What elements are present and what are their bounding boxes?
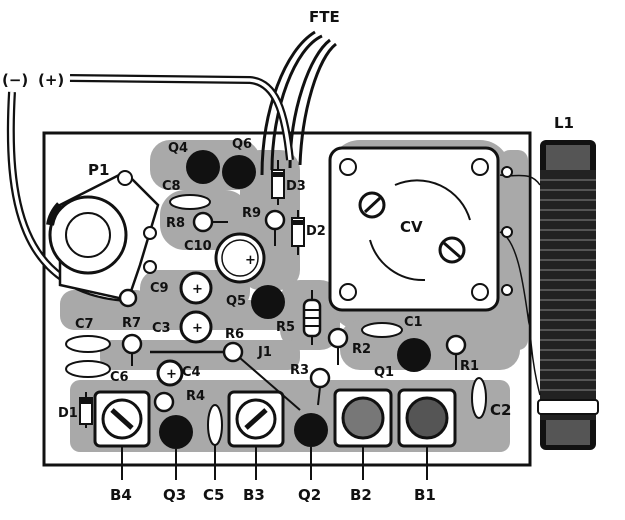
label-c2: C2 — [490, 401, 511, 419]
label-q2: Q2 — [298, 486, 321, 504]
c9-capacitor — [179, 271, 213, 305]
label-c4: C4 — [182, 365, 201, 380]
c7-capacitor — [65, 335, 111, 353]
q1-transistor — [397, 338, 431, 372]
label-cv: CV — [400, 218, 423, 236]
r3-resistor — [309, 367, 331, 389]
c4-polarity-mark: + — [166, 367, 177, 382]
label-positive: (+) — [38, 71, 64, 89]
label-c10: C10 — [184, 239, 212, 254]
r8-resistor — [192, 211, 214, 233]
c6-capacitor — [65, 360, 111, 378]
label-r8: R8 — [166, 216, 185, 231]
c5-capacitor — [207, 404, 223, 446]
c8-capacitor — [169, 194, 211, 210]
l1-ferrite-coil — [499, 140, 599, 450]
label-q4: Q4 — [168, 141, 188, 156]
label-r6: R6 — [225, 327, 244, 342]
c2-capacitor — [471, 377, 487, 419]
c10-capacitor — [214, 232, 266, 284]
label-q1: Q1 — [374, 365, 394, 380]
label-q3: Q3 — [163, 486, 186, 504]
label-r2: R2 — [352, 342, 371, 357]
label-negative: (−) — [2, 71, 28, 89]
label-p1: P1 — [88, 161, 109, 179]
c10-polarity-mark: + — [245, 253, 256, 268]
label-j1: J1 — [257, 345, 272, 360]
label-c5: C5 — [203, 486, 224, 504]
cv-tuning-capacitor — [328, 146, 513, 312]
label-d1: D1 — [58, 406, 78, 421]
label-r9: R9 — [242, 206, 261, 221]
label-q6: Q6 — [232, 137, 252, 152]
label-r5: R5 — [276, 320, 295, 335]
label-fte: FTE — [309, 8, 340, 26]
q2-transistor — [294, 413, 328, 447]
label-c8: C8 — [162, 179, 181, 194]
d2-diode — [291, 210, 305, 255]
label-d3: D3 — [286, 179, 306, 194]
d3-diode — [271, 160, 285, 205]
q3-transistor — [159, 415, 193, 449]
c9-polarity-mark: + — [192, 282, 203, 297]
label-c3: C3 — [152, 321, 171, 336]
b4-coil — [93, 390, 151, 448]
q6-transistor — [222, 155, 256, 189]
b2-coil — [333, 388, 393, 448]
p1-potentiometer — [46, 170, 160, 308]
label-l1: L1 — [554, 114, 574, 132]
b1-coil — [397, 388, 457, 448]
c4-capacitor — [156, 359, 184, 387]
c3-polarity-mark: + — [192, 321, 203, 336]
d1-diode — [79, 392, 93, 428]
r2-resistor — [327, 327, 349, 349]
r9-resistor — [264, 209, 286, 231]
label-r4: R4 — [186, 389, 205, 404]
label-b3: B3 — [243, 486, 265, 504]
r1-resistor — [445, 334, 467, 356]
q5-transistor — [251, 285, 285, 319]
c1-capacitor — [361, 322, 403, 338]
r5-resistor — [302, 290, 322, 345]
label-c9: C9 — [150, 281, 169, 296]
label-r7: R7 — [122, 316, 141, 331]
label-c1: C1 — [404, 315, 423, 330]
b3-coil — [227, 390, 285, 448]
label-r3: R3 — [290, 363, 309, 378]
label-r1: R1 — [460, 359, 479, 374]
q4-transistor — [186, 150, 220, 184]
r4-resistor — [153, 391, 175, 413]
label-b2: B2 — [350, 486, 372, 504]
label-c7: C7 — [75, 317, 94, 332]
r6-resistor — [222, 341, 244, 363]
label-b4: B4 — [110, 486, 132, 504]
label-c6: C6 — [110, 370, 129, 385]
label-b1: B1 — [414, 486, 436, 504]
label-q5: Q5 — [226, 294, 246, 309]
label-d2: D2 — [306, 224, 326, 239]
r7-resistor — [121, 333, 143, 355]
c3-capacitor — [179, 310, 213, 344]
